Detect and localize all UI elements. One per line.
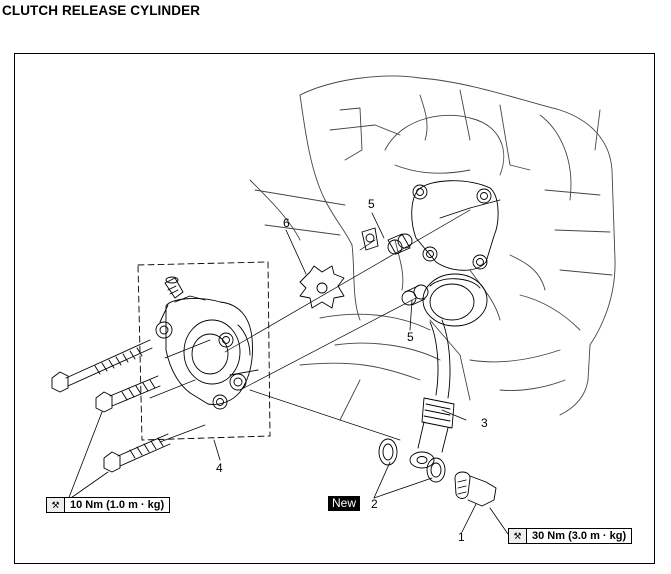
release-bore	[422, 273, 488, 327]
dowel-pin-upper	[387, 233, 413, 255]
engine-flange	[411, 180, 501, 271]
new-part-badge: New	[328, 496, 361, 511]
star-washer	[299, 265, 345, 309]
dowel-pin-hole	[361, 227, 379, 251]
torque-value-right: 30 Nm (3.0 m · kg)	[532, 530, 627, 542]
dowel-pin-lower	[401, 284, 429, 306]
leader-lines	[67, 212, 509, 535]
callout-5-lower: 5	[407, 330, 414, 344]
callout-2: 2	[371, 497, 378, 511]
cylinder-assembly-boundary	[137, 261, 271, 441]
bolt-long-upper	[51, 339, 153, 393]
release-cylinder	[155, 276, 259, 410]
callout-4: 4	[216, 461, 223, 475]
torque-wrench-icon: ⚒	[509, 529, 527, 543]
torque-wrench-icon: ⚒	[47, 498, 65, 512]
callout-1: 1	[458, 530, 465, 544]
callout-3: 3	[481, 416, 488, 430]
bolt-mid	[95, 375, 161, 413]
torque-spec-left: ⚒ 10 Nm (1.0 m · kg)	[46, 497, 171, 513]
copper-washer-right	[426, 457, 446, 483]
clutch-hose	[409, 319, 455, 469]
callout-6: 6	[283, 216, 290, 230]
diagram-frame	[14, 53, 655, 564]
torque-spec-right: ⚒ 30 Nm (3.0 m · kg)	[508, 528, 633, 544]
union-bolt	[454, 471, 497, 507]
page-title: CLUTCH RELEASE CYLINDER	[2, 3, 201, 18]
copper-washer-left	[378, 438, 398, 466]
crankcase	[249, 75, 616, 421]
bolt-lower	[103, 433, 171, 473]
alignment-lines	[149, 209, 471, 443]
callout-5-upper: 5	[368, 197, 375, 211]
torque-value-left: 10 Nm (1.0 m · kg)	[70, 499, 165, 511]
